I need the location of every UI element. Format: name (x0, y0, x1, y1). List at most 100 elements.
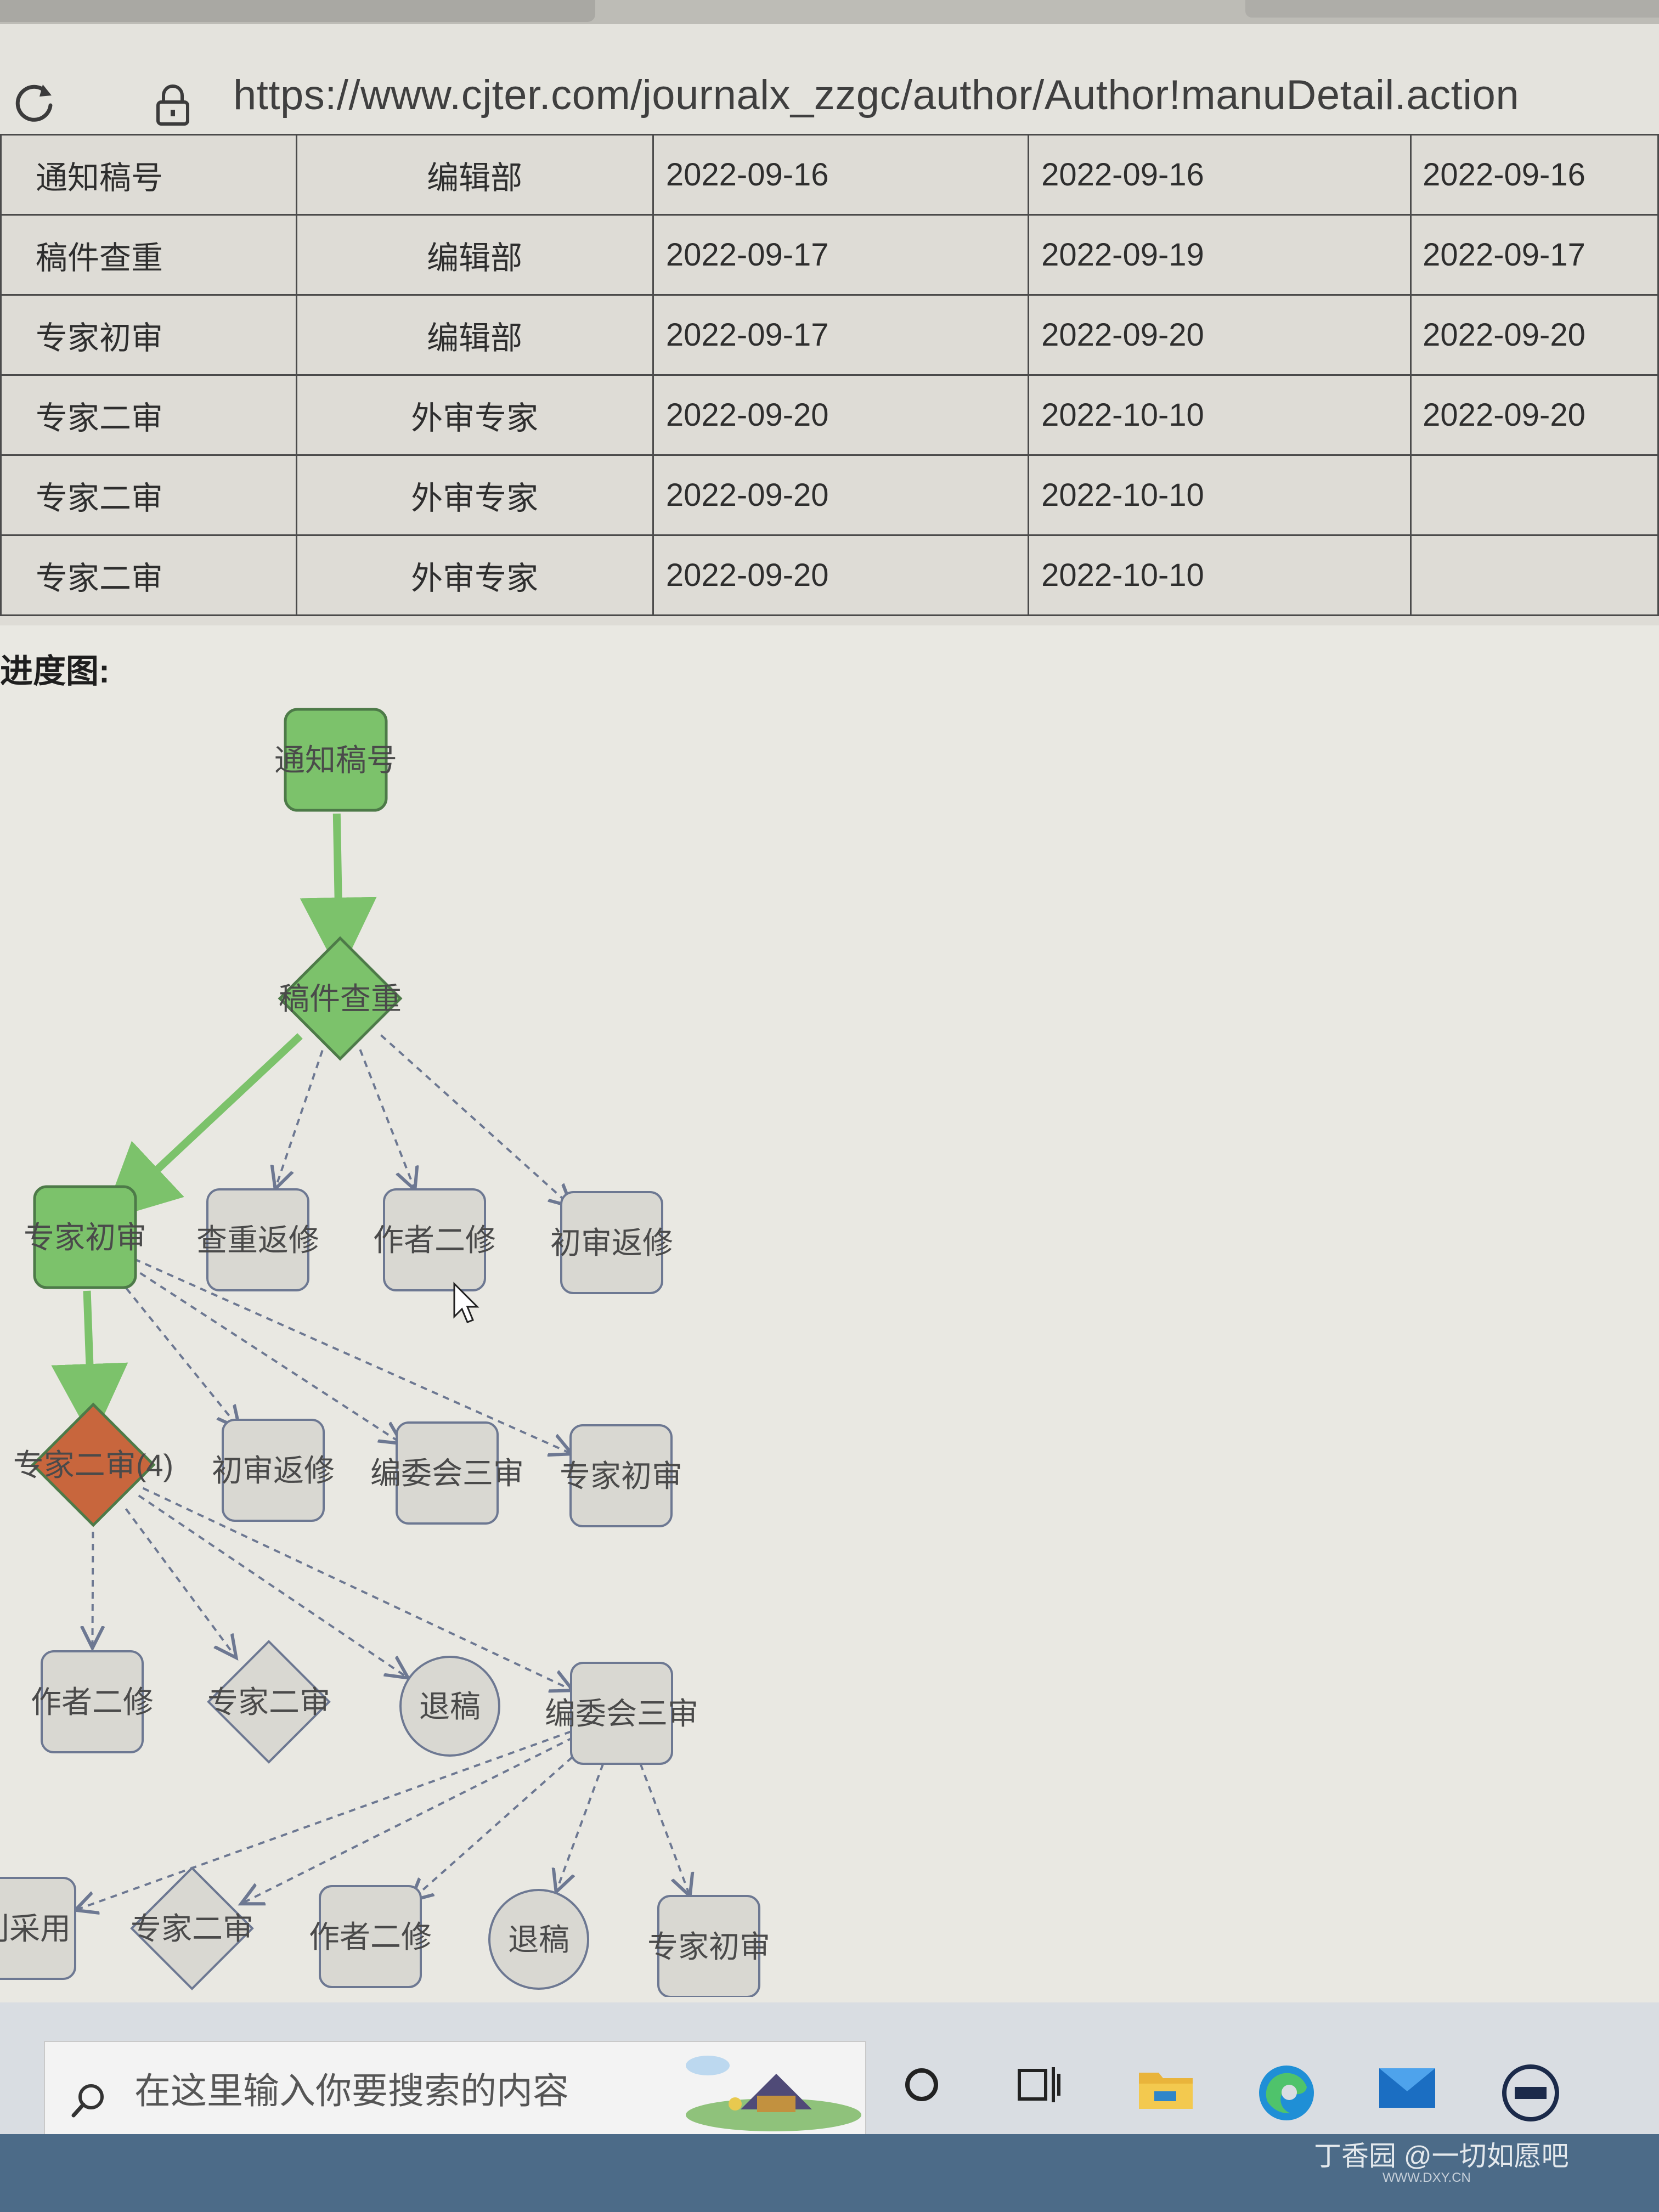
flow-node-label: 编委会三审 (370, 1456, 524, 1491)
task-view-icon[interactable] (1015, 2063, 1064, 2107)
lock-icon[interactable] (154, 81, 192, 127)
search-highlight-illustration (686, 2056, 861, 2131)
flow-node-shape (560, 1191, 663, 1294)
table-cell: 外审专家 (295, 534, 654, 616)
flow-node-shape (33, 1185, 137, 1289)
pending-flow-arrow (410, 1748, 583, 1901)
completed-flow-arrow (300, 813, 377, 975)
progress-flowchart: 通知稿号稿件查重专家初审查重返修作者二修初审返修专家二审(4)初审返修编委会三审… (0, 708, 770, 1997)
pending-flow-arrow (125, 1508, 236, 1657)
table-cell: 2022-10-10 (1028, 454, 1412, 536)
table-cell: 通知稿号 (0, 134, 297, 216)
flow-node-label: 刊采用 (0, 1911, 71, 1946)
flow-node-shape (319, 1885, 422, 1988)
table-cell: 2022-09-16 (1028, 134, 1412, 216)
file-explorer-icon[interactable] (1136, 2063, 1196, 2112)
table-cell: 2022-09-19 (1028, 214, 1412, 296)
table-cell: 外审专家 (295, 454, 654, 536)
table-cell (1410, 534, 1659, 616)
search-icon (71, 2084, 104, 2118)
reload-icon[interactable] (11, 79, 57, 125)
flow-node-label: 退稿 (419, 1689, 481, 1724)
flow-node-label: 编委会三审 (545, 1696, 698, 1731)
pending-flow-arrow (133, 1258, 572, 1454)
flow-node-label: 作者二修 (373, 1223, 496, 1257)
browser-tab-right[interactable] (1245, 0, 1659, 18)
table-cell: 编辑部 (295, 214, 654, 296)
pending-flow-arrow (138, 1494, 408, 1678)
progress-chart-label: 进度图: (0, 653, 110, 690)
flow-node-shape (207, 1640, 331, 1764)
dell-icon[interactable] (1500, 2063, 1561, 2123)
flow-node-second-c: 专家二审 (130, 1866, 254, 1990)
flow-node-first-b: 专家初审 (560, 1424, 682, 1527)
table-cell: 2022-09-17 (1410, 214, 1659, 296)
flow-node-first-c: 专家初审 (647, 1895, 770, 1997)
mail-icon[interactable] (1377, 2063, 1437, 2112)
pending-flow-arrow (241, 1736, 574, 1904)
flow-node-shape (41, 1650, 144, 1753)
flow-node-label: 作者二修 (309, 1920, 432, 1954)
url-text[interactable]: https://www.cjter.com/journalx_zzgc/auth… (233, 72, 1520, 119)
table-cell: 2022-09-20 (1028, 294, 1412, 376)
flow-node-second-current: 专家二审(4) (13, 1402, 173, 1527)
flow-node-label: 专家初审 (560, 1459, 682, 1493)
edge-browser-icon[interactable] (1256, 2063, 1317, 2123)
completed-flow-arrow (51, 1290, 128, 1441)
windows-taskbar: 在这里输入你要搜索的内容 (0, 2002, 1659, 2212)
table-cell: 2022-09-17 (652, 294, 1030, 376)
table-cell: 2022-09-20 (652, 534, 1030, 616)
flow-node-shape (31, 1402, 156, 1527)
pending-flow-arrow (117, 1278, 240, 1428)
flow-node-shape (284, 708, 388, 812)
flow-node-shape (488, 1889, 589, 1990)
table-cell: 专家二审 (0, 454, 297, 536)
table-cell: 2022-09-20 (1410, 374, 1659, 456)
table-cell: 编辑部 (295, 294, 654, 376)
flow-node-shape (657, 1895, 760, 1997)
flow-node-shape (278, 936, 403, 1061)
pending-flow-arrow (556, 1763, 605, 1892)
flow-node-label: 初审返修 (212, 1453, 335, 1488)
browser-tab[interactable] (0, 0, 595, 22)
flow-node-committee3-a: 编委会三审 (370, 1421, 524, 1525)
taskbar-search-placeholder[interactable]: 在这里输入你要搜索的内容 (134, 2070, 569, 2111)
taskbar-bottom-band (0, 2134, 1659, 2212)
flow-node-label: 专家初审 (24, 1220, 146, 1255)
flow-node-second-b: 专家二审 (207, 1640, 331, 1764)
table-cell: 专家二审 (0, 534, 297, 616)
flow-node-check-return: 查重返修 (196, 1188, 319, 1291)
window-top-strip (0, 0, 1659, 24)
completed-flow-arrow (101, 1033, 303, 1222)
cortana-circle-icon[interactable] (900, 2063, 944, 2107)
pending-flow-arrow (75, 1730, 572, 1910)
table-cell: 2022-09-20 (1410, 294, 1659, 376)
pending-flow-arrow (142, 1487, 573, 1691)
table-cell: 2022-09-17 (652, 214, 1030, 296)
pending-flow-arrow (639, 1763, 690, 1896)
flow-node-label: 通知稿号 (274, 743, 397, 777)
flow-node-shape (396, 1421, 499, 1525)
flow-node-label: 退稿 (508, 1922, 569, 1957)
flow-node-shape (222, 1419, 325, 1522)
flow-node-label: 初审返修 (550, 1226, 673, 1260)
flow-node-first: 专家初审 (24, 1185, 146, 1289)
table-cell: 2022-10-10 (1028, 374, 1412, 456)
flow-node-check: 稿件查重 (278, 936, 403, 1061)
flow-node-author2-a: 作者二修 (373, 1188, 496, 1291)
flow-node-shape (0, 1877, 76, 1980)
table-cell: 稿件查重 (0, 214, 297, 296)
flow-node-accept: 刊采用 (0, 1877, 76, 1980)
pending-flow-arrow (92, 1519, 93, 1648)
flow-node-shape (399, 1656, 500, 1757)
flow-node-label: 专家二审(4) (13, 1448, 173, 1482)
flow-node-label: 作者二修 (31, 1685, 154, 1719)
pending-flow-arrow (359, 1049, 415, 1190)
